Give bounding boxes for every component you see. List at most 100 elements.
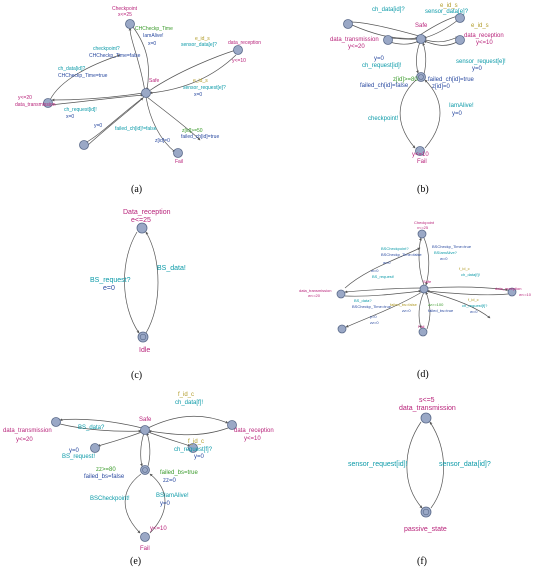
edge [145,96,176,153]
edge [426,286,509,292]
edge-label: checkpoint? [93,46,120,52]
edge-label: ch_request[id]! [362,63,402,69]
state-aux [383,35,393,45]
edge [148,427,229,436]
edge-label: BS_data! [157,265,186,272]
state-idle [137,331,149,343]
state-name: data_reception [495,286,521,291]
panel-d: Checkpoint x<=25 Safe data_transmission … [299,220,532,380]
edge-label: y=0 [160,501,171,507]
state-invariant: y<=10 [150,526,167,532]
edge [406,421,423,509]
state-data-transmission [51,417,61,427]
state-initial [79,140,89,150]
edge-label: BSCheckpoint! [90,496,130,502]
edge [59,423,142,433]
edge [145,231,159,334]
edge-label: e_id_s [440,3,458,9]
edge [424,79,441,149]
edge-label: ch_request[id]! [64,107,97,113]
state-invariant: x<=25 [417,225,429,230]
edge-label: BSCheckpoint? [381,246,409,251]
panel-c: Data_reception e<=25 Idle BS_request? e=… [90,209,186,381]
state-checkpoint [125,19,135,29]
edge-label: IamAlive! [449,103,474,109]
state-invariant: s<=5 [419,397,435,404]
edge-label: sensor_request[e]! [456,59,506,65]
edge-label: f_id_c [459,266,470,271]
state-name: Data_reception [123,209,171,216]
edge [148,49,237,92]
edge-label: y=0 [69,448,80,454]
state-safe [416,34,426,44]
panel-e: Safe data_transmission y<=20 data_recept… [3,392,274,567]
state-name: Safe [139,417,152,423]
edge-label: failed_bs=false [390,302,418,307]
edge-label: e_id_s [195,36,210,42]
edge-label: BSCheckp_Time=true [432,244,472,249]
edge-label: f_id_c [188,439,204,445]
initial-marker [142,467,148,473]
edge [84,96,145,144]
edge [128,27,146,93]
edge-label: BS_data? [354,298,372,303]
edge-label: BS_request? [90,277,131,284]
edge-label: BS_request! [62,454,95,460]
edge-label: z[id]=0 [432,84,451,90]
edge-label: failed_bs=true [428,308,454,313]
edge-label: checkpoint! [368,116,399,122]
state-initial [337,324,347,334]
panel-label: (b) [417,184,429,195]
state-invariant: y<=20 [16,437,33,443]
edge-label: zz=0 [163,478,177,484]
edge-label: y=0 [472,66,483,72]
edge-label: e=0 [103,285,115,292]
state-fail [415,146,425,156]
edge-label: sensor_data[id]? [439,461,491,468]
state-invariant: e<=25 [131,217,151,224]
edge [345,291,423,328]
state-aux [455,35,465,45]
edge [423,19,459,39]
edge [51,92,144,102]
edge [422,42,427,75]
edge-label: y=0 [94,123,102,129]
state-data-transmission [336,289,346,299]
edge-label: y=0 [374,56,385,62]
state-name: Fail [417,159,427,165]
edge-label: w=0 [383,260,391,265]
initial-marker [139,333,147,341]
edge [429,421,444,509]
state-aux [188,443,198,453]
state-name: Safe [149,78,160,84]
edge-label: w=0 [371,268,379,273]
edge-label: ch_request[f]? [462,303,488,308]
edge-label: failed_ch[id]=true [428,77,475,83]
edge-label: ch_data[f]! [461,272,480,277]
edge-label: BS_data? [78,425,105,431]
edge-label: y=0 [194,454,205,460]
edge-label: z[id]>=80 [393,77,418,83]
edge-label: f_id_c [178,392,194,398]
state-invariant: x<=25 [118,12,132,18]
edge [146,432,151,467]
panel-label: (c) [131,370,142,381]
edge-label: y=0 [370,314,377,319]
edge [140,432,145,467]
edge-label: BS_request! [372,274,394,279]
state-name: data_reception [464,33,504,39]
state-name: Fail [418,324,425,329]
edge-label: IamAlive! [143,33,164,39]
panel-label: (f) [417,556,427,567]
edge [399,79,417,149]
edge [351,24,419,40]
edge-label: failed_bs=true [160,470,199,476]
edge-label: zz=0 [370,320,379,325]
state-data-reception [233,45,243,55]
edge-label: f_id_c [468,297,479,302]
edge [422,36,459,43]
state-invariant: w<=20 [308,293,321,298]
edge-label: BSCheckp_Time=false [381,252,422,257]
state-name: passive_state [404,526,447,533]
edge-label: failed_ch[id]!=false [115,126,157,132]
